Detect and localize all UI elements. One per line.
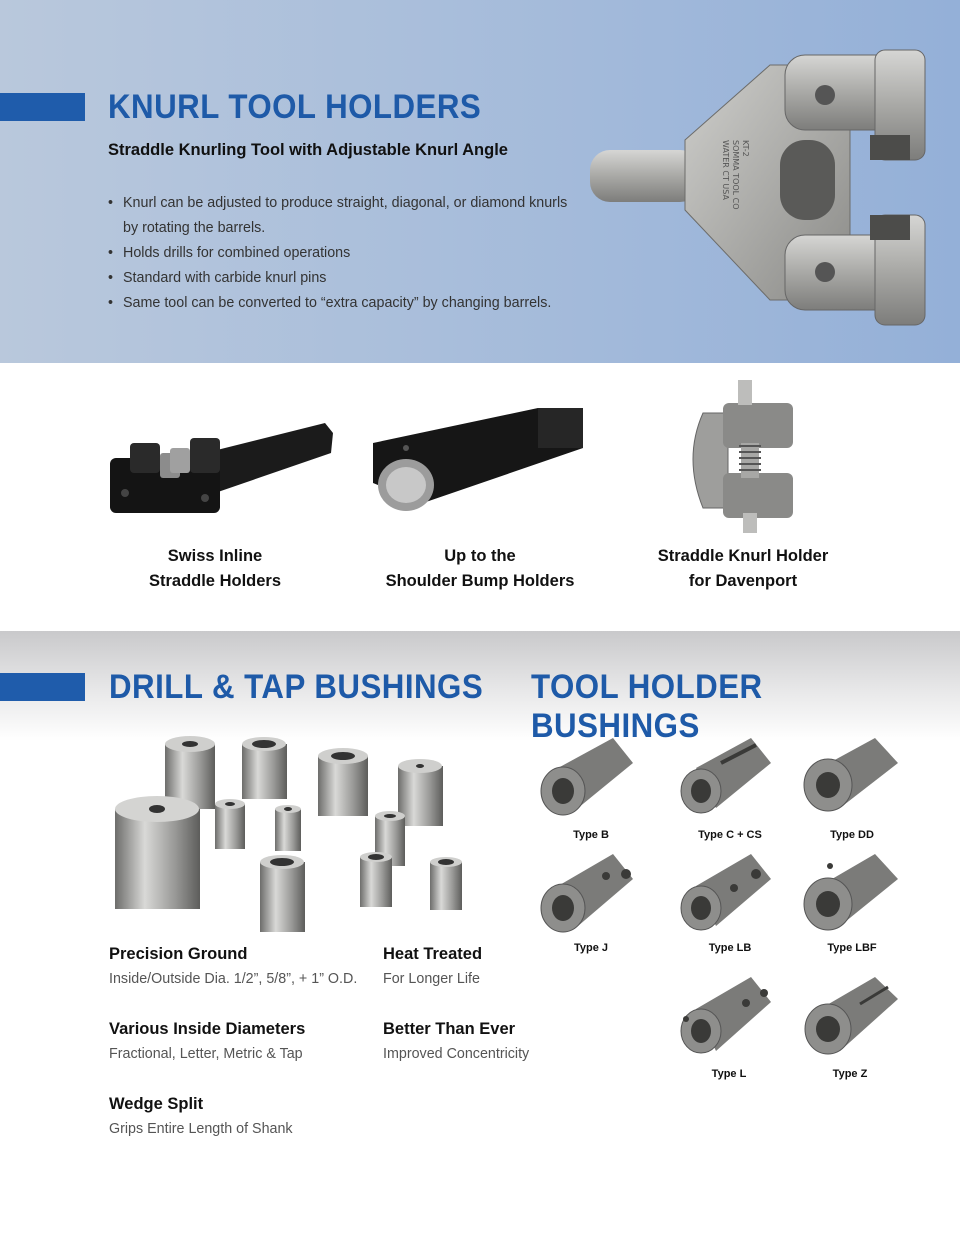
product-label-line: Swiss Inline <box>167 547 263 565</box>
bushing-label: Type C + CS <box>698 829 762 841</box>
engraving-line: KT-2 <box>741 140 750 157</box>
bushing-type-z-image <box>804 977 898 1055</box>
feature-title: Precision Ground <box>109 945 248 963</box>
bushing-type-c-cs-image <box>680 738 771 814</box>
product-label-line: Up to the <box>444 547 516 565</box>
feature-heat-treated: Heat Treated For Longer Life <box>383 945 482 987</box>
product-label-shoulder-bump: Up to the Shoulder Bump Holders <box>350 544 610 594</box>
product-label-swiss-inline: Swiss Inline Straddle Holders <box>85 544 345 594</box>
tool-holder-bushings-title: TOOL HOLDER BUSHINGS <box>531 668 763 745</box>
feature-description: For Longer Life <box>383 971 480 987</box>
davenport-knurl-holder-image <box>692 380 793 533</box>
list-item: Holds drills for combined operations <box>108 241 588 266</box>
feature-description: Inside/Outside Dia. 1/2”, 5/8”, + 1” O.D… <box>109 971 358 987</box>
knurl-title: KNURL TOOL HOLDERS <box>108 88 482 126</box>
feature-title: Heat Treated <box>383 945 483 963</box>
bushing-label: Type B <box>573 829 609 841</box>
drill-tap-bushings-image <box>115 736 462 932</box>
feature-description: Improved Concentricity <box>383 1046 530 1062</box>
feature-title: Various Inside Diameters <box>109 1020 306 1038</box>
bushing-type-l-image <box>680 977 771 1054</box>
bushing-label: Type L <box>711 1068 747 1080</box>
feature-title: Better Than Ever <box>383 1020 516 1038</box>
bushing-label: Type DD <box>830 829 874 841</box>
bushing-type-b-image <box>540 738 633 816</box>
straddle-knurl-tool-image: KT-2 SOMMA TOOL CO WATER CT USA <box>590 49 926 326</box>
feature-various-inside-diameters: Various Inside Diameters Fractional, Let… <box>109 1020 305 1062</box>
product-label-line: Straddle Holders <box>148 572 282 590</box>
product-label-line: Straddle Knurl Holder <box>657 547 829 565</box>
feature-precision-ground: Precision Ground Inside/Outside Dia. 1/2… <box>109 945 357 987</box>
feature-description: Grips Entire Length of Shank <box>109 1121 293 1137</box>
bushing-label: Type Z <box>832 1068 868 1080</box>
knurl-subtitle: Straddle Knurling Tool with Adjustable K… <box>108 141 508 159</box>
feature-wedge-split: Wedge Split Grips Entire Length of Shank <box>109 1095 293 1137</box>
bushings-section: DRILL & TAP BUSHINGS TOOL HOLDER BUSHING… <box>0 631 960 1236</box>
product-label-line: for Davenport <box>688 572 798 590</box>
list-item-continuation: by rotating the barrels. <box>123 220 266 236</box>
bushing-type-dd-image <box>803 738 898 812</box>
list-item: Knurl can be adjusted to produce straigh… <box>108 191 588 216</box>
accent-bar <box>0 673 85 701</box>
knurl-hero-section: KNURL TOOL HOLDERS Straddle Knurling Too… <box>0 0 960 363</box>
bushing-label: Type LB <box>708 942 752 954</box>
bushing-type-j-image <box>540 854 633 933</box>
feature-title: Wedge Split <box>109 1095 204 1113</box>
accent-bar <box>0 93 85 121</box>
list-item: Standard with carbide knurl pins <box>108 266 588 291</box>
feature-description: Fractional, Letter, Metric & Tap <box>109 1046 303 1062</box>
feature-better-than-ever: Better Than Ever Improved Concentricity <box>383 1020 529 1062</box>
bushing-label: Type LBF <box>827 942 877 954</box>
tool-engraving: KT-2 SOMMA TOOL CO WATER CT USA <box>721 140 750 210</box>
drill-tap-title: DRILL & TAP BUSHINGS <box>109 668 484 706</box>
knurl-products-section: Swiss Inline Straddle Holders Up to the … <box>0 363 960 631</box>
swiss-inline-holder-image <box>110 423 333 513</box>
knurl-feature-list: Knurl can be adjusted to produce straigh… <box>108 191 588 316</box>
engraving-line: SOMMA TOOL CO <box>731 140 740 210</box>
product-label-line: Shoulder Bump Holders <box>385 572 575 590</box>
shoulder-bump-holder-image <box>373 408 583 511</box>
bushing-type-lbf-image <box>803 854 898 931</box>
engraving-line: WATER CT USA <box>721 140 730 200</box>
list-item: Same tool can be converted to “extra cap… <box>108 291 588 316</box>
product-label-davenport: Straddle Knurl Holder for Davenport <box>613 544 873 594</box>
bushing-type-lb-image <box>680 854 771 931</box>
bushing-label: Type J <box>573 942 609 954</box>
